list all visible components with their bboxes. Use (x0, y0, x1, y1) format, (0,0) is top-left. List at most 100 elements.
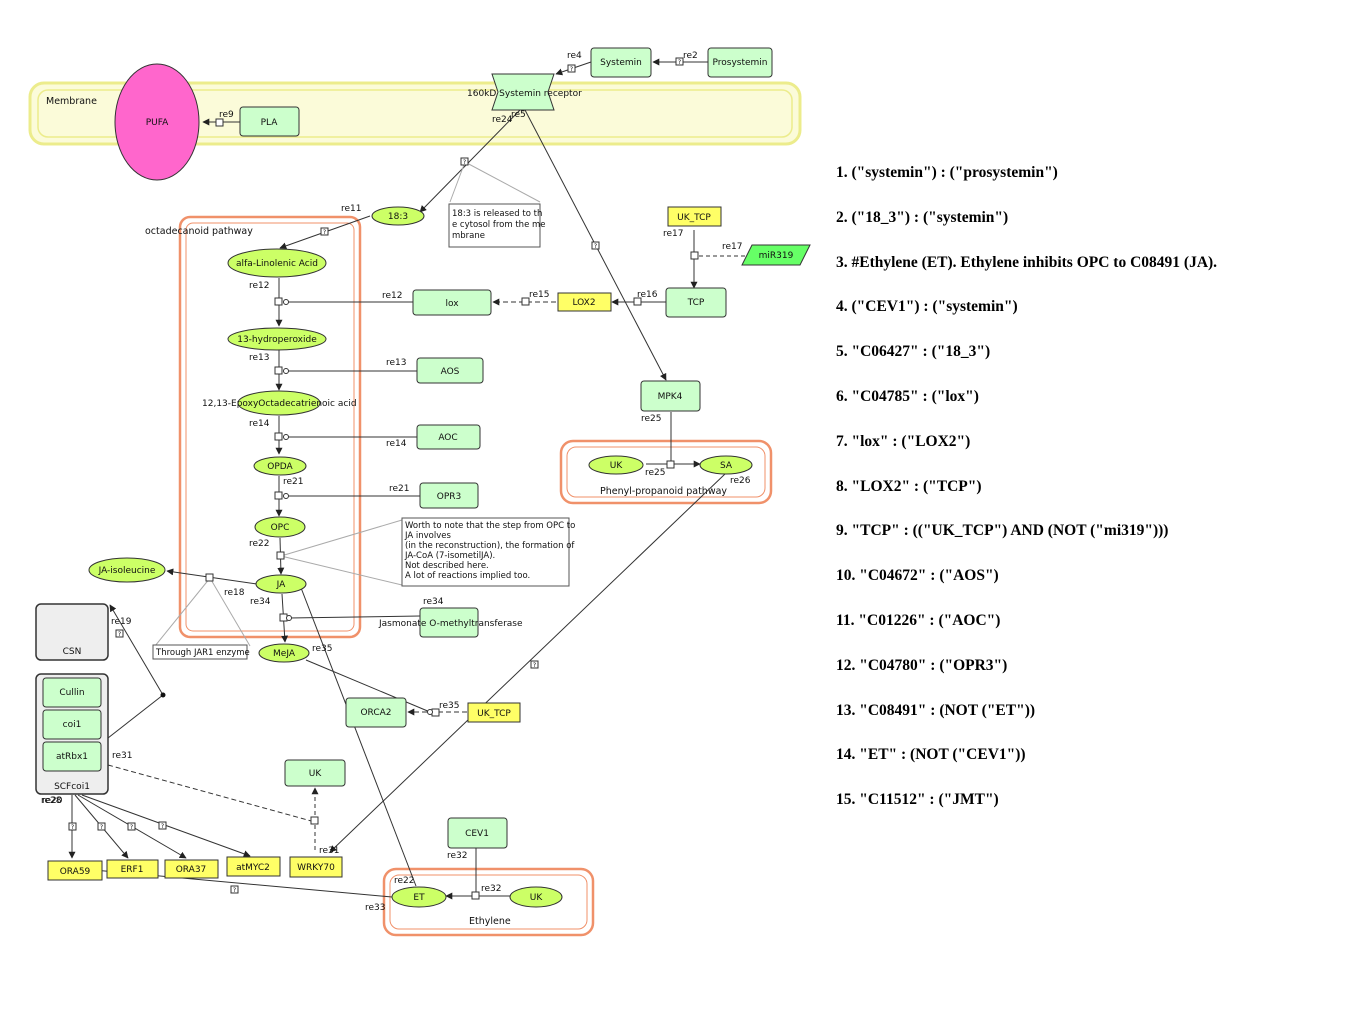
question-mark: ? (71, 824, 74, 831)
alfa-linolenic-node[interactable]: alfa-Linolenic Acid (227, 248, 327, 278)
atrbx1-label: atRbx1 (56, 752, 88, 762)
jmt-label: Jasmonate O-methyltransferase (378, 619, 523, 629)
wrky70-node[interactable]: WRKY70 (289, 856, 343, 878)
octadecanoid-compartment: octadecanoid pathway (145, 215, 362, 639)
re31b-label: re31 (319, 846, 340, 856)
cev1-node[interactable]: CEV1 (447, 817, 508, 849)
atrbx1-node[interactable]: atRbx1 (42, 741, 102, 772)
atmyc2-node[interactable]: atMYC2 (226, 856, 281, 877)
rule-item: 1. ("systemin") : ("prosystemin") (836, 164, 1058, 181)
re21b-label: re21 (389, 484, 410, 494)
ora37-label: ORA37 (176, 865, 207, 875)
tcp-node[interactable]: TCP (665, 287, 727, 318)
opr3-node[interactable]: OPR3 (419, 482, 479, 509)
et-node[interactable]: ET (391, 886, 447, 908)
aoc-node[interactable]: AOC (416, 424, 481, 450)
lox2-label: LOX2 (572, 298, 595, 308)
scf-label: SCFcoi1 (54, 782, 90, 792)
ora37-node[interactable]: ORA37 (164, 859, 219, 879)
re33-label: re33 (365, 903, 386, 913)
re12a-label: re12 (249, 281, 270, 291)
et-label: ET (413, 893, 425, 903)
note-connectors (154, 161, 541, 647)
ora59-node[interactable]: ORA59 (47, 860, 103, 881)
erf1-node[interactable]: ERF1 (106, 859, 159, 879)
cev1-label: CEV1 (465, 829, 489, 839)
hydroperoxide-label: 13-hydroperoxide (237, 335, 317, 345)
re5-label: re5 (511, 110, 526, 120)
jmt-node[interactable]: Jasmonate O-methyltransferase (378, 607, 523, 638)
uk-ethylene-node[interactable]: UK (509, 886, 563, 908)
re35a-label: re35 (312, 644, 333, 654)
note2-line6: A lot of reactions implied too. (405, 571, 530, 581)
ja-node[interactable]: JA (255, 574, 307, 594)
systemin-node[interactable]: Systemin (590, 47, 652, 78)
epoxy-label: 12,13-EpoxyOctadecatrienoic acid (202, 399, 357, 409)
orca2-node[interactable]: ORCA2 (345, 697, 407, 728)
note2-line4: JA-CoA (7-isometilJA). (404, 551, 495, 561)
rule-item: 13. "C08491" : (NOT ("ET")) (836, 701, 1036, 719)
question-mark: ? (130, 824, 133, 831)
ja-isoleucine-node[interactable]: JA-isoleucine (88, 557, 166, 583)
coi1-label: coi1 (63, 720, 82, 730)
re4-label: re4 (567, 51, 582, 61)
uk-top-node[interactable]: UK (284, 759, 346, 787)
re26-label: re26 (730, 476, 751, 486)
cullin-node[interactable]: Cullin (42, 677, 102, 708)
re16-label: re16 (637, 290, 658, 300)
opda-node[interactable]: OPDA (253, 456, 307, 476)
ethylene-label: Ethylene (469, 916, 511, 927)
uk-tcp-2-node[interactable]: UK_TCP (467, 702, 521, 723)
sa-label: SA (720, 461, 733, 471)
re32a-label: re32 (447, 851, 468, 861)
uk-phenyl-node[interactable]: UK (588, 455, 644, 475)
meja-label: MeJA (273, 649, 296, 659)
question-mark: ? (594, 243, 597, 250)
epoxy-node[interactable]: 12,13-EpoxyOctadecatrienoic acid (202, 390, 357, 416)
mpk4-label: MPK4 (658, 392, 683, 402)
uk-tcp-node[interactable]: UK_TCP (667, 206, 722, 227)
note-opc-ja: Worth to note that the step from OPC to … (401, 517, 575, 587)
pufa-node[interactable]: PUFA (114, 63, 200, 181)
question-mark: ? (678, 59, 681, 66)
mpk4-node[interactable]: MPK4 (640, 380, 701, 412)
meja-node[interactable]: MeJA (258, 643, 310, 663)
receptor-label: 160kD Systemin receptor (467, 89, 582, 99)
re32b-label: re32 (481, 884, 502, 894)
receptor-node[interactable]: 160kD Systemin receptor (467, 73, 582, 111)
alfa-label: alfa-Linolenic Acid (236, 259, 318, 269)
lox-node[interactable]: lox (412, 289, 492, 316)
re13b-label: re13 (386, 358, 407, 368)
sa-node[interactable]: SA (699, 455, 753, 475)
rule-item: 10. "C04672" : ("AOS") (836, 567, 999, 585)
opc-node[interactable]: OPC (254, 516, 306, 538)
question-mark: ? (161, 823, 164, 830)
note1-line1: 18:3 is released to th (452, 209, 542, 219)
re20-label: re20 (42, 796, 63, 806)
lox2-node[interactable]: LOX2 (557, 292, 612, 312)
prosystemin-node[interactable]: Prosystemin (707, 47, 773, 78)
hydroperoxide-node[interactable]: 13-hydroperoxide (227, 327, 327, 351)
re21a-label: re21 (283, 477, 304, 487)
note2-line1: Worth to note that the step from OPC to (405, 521, 575, 531)
pla-node[interactable]: PLA (239, 106, 300, 137)
ora59-label: ORA59 (60, 867, 91, 877)
pufa-label: PUFA (146, 118, 169, 128)
aos-node[interactable]: AOS (416, 357, 484, 384)
question-mark: ? (463, 159, 466, 166)
question-mark: ? (118, 631, 121, 638)
question-mark: ? (100, 824, 103, 831)
coi1-node[interactable]: coi1 (42, 709, 102, 740)
re18-label: re18 (224, 588, 245, 598)
prosystemin-label: Prosystemin (712, 58, 767, 68)
note2-line3: (in the reconstruction), the formation o… (405, 541, 575, 551)
membrane-compartment: Membrane (28, 81, 802, 146)
ethylene-compartment: Ethylene (382, 867, 595, 937)
question-mark: ? (570, 66, 573, 73)
csn-node[interactable]: CSN (35, 603, 109, 661)
phenyl-label: Phenyl-propanoid pathway (600, 486, 727, 497)
mir319-node[interactable]: miR319 (741, 244, 811, 266)
question-mark: ? (323, 229, 326, 236)
s183-node[interactable]: 18:3 (371, 206, 425, 226)
